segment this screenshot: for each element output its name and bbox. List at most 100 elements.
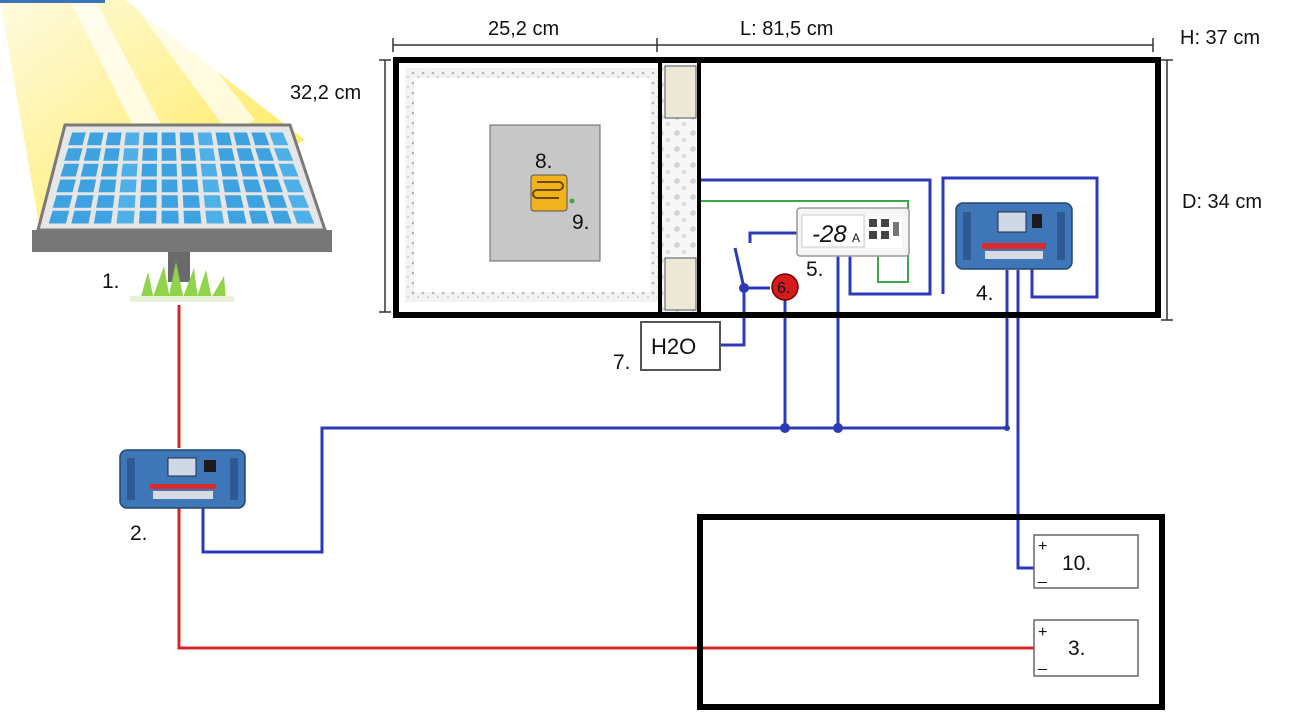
solar-cell bbox=[181, 163, 198, 177]
solar-cell bbox=[143, 132, 158, 146]
dimension-length: L: 81,5 cm bbox=[740, 18, 833, 40]
solar-cell bbox=[259, 163, 279, 177]
solar-cell bbox=[199, 148, 216, 161]
heater-icon bbox=[530, 174, 575, 212]
solar-cell bbox=[98, 179, 117, 193]
solar-cell bbox=[161, 132, 176, 146]
solar-cell bbox=[292, 210, 315, 224]
green-wiring bbox=[575, 200, 909, 283]
solar-cell bbox=[68, 132, 86, 146]
solar-cell bbox=[278, 163, 299, 177]
battery-secondary-minus: _ bbox=[1037, 567, 1048, 584]
solar-cell bbox=[52, 195, 73, 208]
solar-cell bbox=[215, 132, 232, 146]
label-thermostat: 5. bbox=[806, 258, 824, 281]
solar-cell bbox=[86, 132, 104, 146]
solar-cell bbox=[227, 210, 247, 224]
solar-cell bbox=[100, 163, 119, 177]
solar-cell bbox=[217, 148, 235, 161]
solar-cell bbox=[222, 179, 241, 193]
solar-cell bbox=[242, 179, 262, 193]
label-battery-main: 3. bbox=[1068, 637, 1086, 660]
solar-cell bbox=[197, 132, 214, 146]
solar-cell bbox=[103, 148, 120, 161]
solar-cell bbox=[179, 132, 195, 146]
solar-cell bbox=[140, 179, 157, 193]
battery-main-minus: _ bbox=[1037, 654, 1048, 671]
blue-wiring bbox=[201, 176, 1099, 570]
solar-cell bbox=[142, 148, 158, 161]
charge-controller-main-icon bbox=[119, 449, 246, 509]
solar-cell bbox=[181, 179, 199, 193]
solar-cell bbox=[161, 148, 177, 161]
thermostat-unit: A bbox=[852, 231, 860, 245]
water-tank bbox=[640, 321, 721, 371]
solar-cell bbox=[205, 210, 224, 224]
label-water-tank-number: 7. bbox=[613, 351, 631, 374]
label-heater: 8. bbox=[535, 150, 553, 173]
solar-cell bbox=[139, 210, 157, 224]
solar-cell bbox=[80, 163, 99, 177]
label-charge-controller-main: 2. bbox=[130, 522, 148, 545]
thermostat-display: -28 bbox=[812, 221, 847, 248]
solar-cell bbox=[64, 148, 83, 161]
solar-cell bbox=[287, 195, 310, 208]
solar-cell bbox=[161, 163, 178, 177]
solar-cell bbox=[273, 148, 294, 161]
dimension-height: H: 37 cm bbox=[1180, 27, 1260, 49]
solar-cell bbox=[233, 132, 251, 146]
battery-enclosure bbox=[697, 514, 1165, 710]
solar-cell bbox=[180, 148, 196, 161]
chamber-box bbox=[393, 57, 1161, 318]
battery-secondary-plus: + bbox=[1038, 538, 1047, 555]
solar-cell bbox=[283, 179, 304, 193]
solar-cell bbox=[124, 132, 140, 146]
solar-cell bbox=[251, 132, 270, 146]
solar-cell bbox=[161, 210, 179, 224]
solar-cell bbox=[141, 163, 157, 177]
solar-cell bbox=[60, 163, 80, 177]
indicator-lamp bbox=[771, 273, 799, 301]
label-indicator-lamp: 6. bbox=[777, 280, 790, 297]
solar-cell bbox=[202, 179, 220, 193]
wire-junctions bbox=[739, 283, 1010, 433]
grass-icon bbox=[130, 262, 234, 302]
solar-cell bbox=[239, 163, 259, 177]
solar-panel-icon bbox=[32, 123, 332, 302]
solar-cell bbox=[248, 210, 270, 224]
dimension-lines bbox=[379, 38, 1173, 321]
solar-cell bbox=[77, 179, 97, 193]
solar-cell bbox=[116, 210, 135, 224]
solar-cell bbox=[262, 179, 283, 193]
solar-cell bbox=[245, 195, 266, 208]
solar-cell bbox=[266, 195, 288, 208]
label-water-tank: H2O bbox=[651, 334, 696, 359]
label-charge-controller-box: 4. bbox=[976, 282, 994, 305]
label-battery-secondary: 10. bbox=[1062, 552, 1091, 575]
solar-cell bbox=[161, 195, 179, 208]
solar-cell bbox=[48, 210, 70, 224]
label-sensor: 9. bbox=[572, 211, 590, 234]
solar-cell bbox=[270, 210, 292, 224]
solar-cell bbox=[161, 179, 178, 193]
solar-cell bbox=[56, 179, 76, 193]
solar-cell bbox=[220, 163, 238, 177]
solar-cell bbox=[105, 132, 122, 146]
solar-cell bbox=[74, 195, 94, 208]
solar-cell bbox=[183, 210, 202, 224]
solar-cell bbox=[139, 195, 157, 208]
red-wiring bbox=[177, 305, 1035, 650]
charge-controller-box-icon bbox=[955, 202, 1073, 270]
solar-cell bbox=[96, 195, 115, 208]
label-solar-panel: 1. bbox=[102, 270, 120, 293]
solar-cell bbox=[203, 195, 222, 208]
solar-cell bbox=[236, 148, 255, 161]
dimension-inner-width: 25,2 cm bbox=[488, 18, 559, 40]
solar-cell bbox=[255, 148, 274, 161]
solar-cell bbox=[93, 210, 113, 224]
solar-cell bbox=[118, 195, 136, 208]
solar-cell bbox=[122, 148, 139, 161]
solar-cell bbox=[224, 195, 244, 208]
